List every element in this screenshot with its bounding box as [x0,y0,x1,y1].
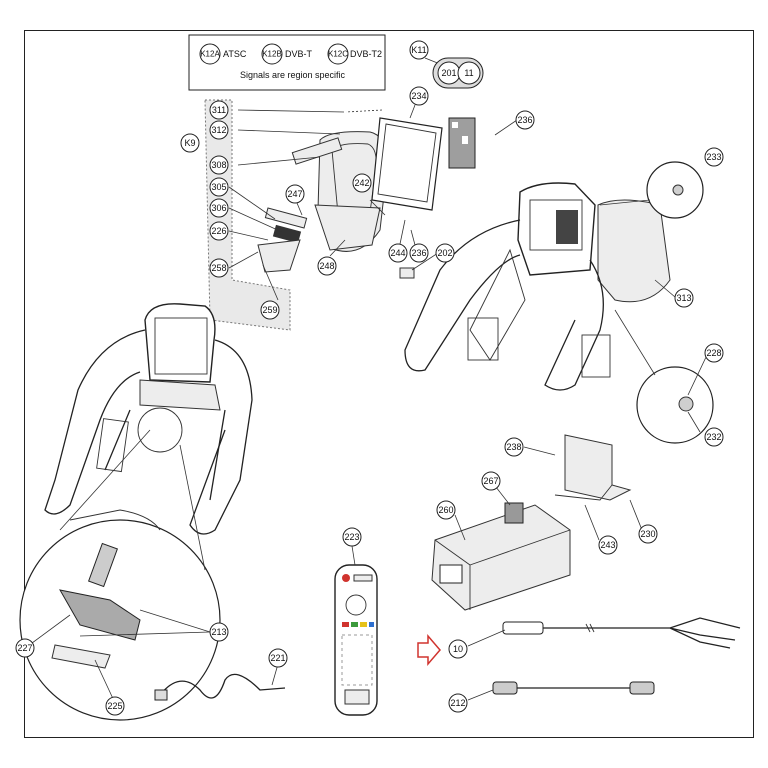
callout-267: 267 [481,471,501,491]
signal-item-k12c: K12C DVB-T2 [327,43,382,65]
upper-console-assembly [237,109,476,279]
callout-236-upper-label: 236 [517,115,532,125]
callout-248: 248 [317,256,337,276]
callout-306: 306 [209,198,229,218]
callout-212: 212 [448,693,468,713]
callout-244: 244 [388,243,408,263]
signal-label-atsc: ATSC [223,49,247,59]
callout-247: 247 [285,184,305,204]
callout-259-label: 259 [262,305,277,315]
diagram-frame [24,30,754,738]
callout-228: 228 [704,343,724,363]
callout-236-lower-label: 236 [411,248,426,258]
callout-305-label: 305 [211,182,226,192]
signal-note: Signals are region specific [240,70,346,80]
signal-legend: K12A ATSC K12B DVB-T K12C DVB-T2 Signals… [188,34,386,91]
callout-227: 227 [15,638,35,658]
callout-248-label: 248 [319,261,334,271]
signal-item-k12a: K12A ATSC [199,43,247,65]
callout-306-label: 306 [211,203,226,213]
callout-313-label: 313 [676,293,691,303]
callout-230: 230 [638,524,658,544]
callout-236-lower: 236 [409,243,429,263]
power-supply [431,434,632,611]
signal-tag-k12a: K12A [200,50,220,59]
callout-260-label: 260 [438,505,453,515]
callout-312-label: 312 [211,125,226,135]
signal-label-dvbt: DVB-T [285,49,313,59]
callout-311: 311 [209,100,229,120]
callout-230-label: 230 [640,529,655,539]
callout-213: 213 [209,622,229,642]
callout-225: 225 [105,696,125,716]
callout-308: 308 [209,155,229,175]
k11-group: K11 201 11 [409,40,484,89]
callout-11: 11 [464,68,473,78]
left-zoom-detail [19,429,221,721]
callout-259: 259 [260,300,280,320]
callouts: 311 312 308 305 306 226 258 259 247 248 … [15,86,724,716]
leader-lines [27,104,708,704]
signal-tag-k12b: K12B [262,50,282,59]
callout-233-label: 233 [706,152,721,162]
callout-227-label: 227 [17,643,32,653]
callout-234: 234 [409,86,429,106]
callout-308-label: 308 [211,160,226,170]
left-console-view [44,303,253,535]
callout-238: 238 [504,437,524,457]
callout-238-label: 238 [506,442,521,452]
callout-226: 226 [209,221,229,241]
highlight-arrow [417,633,441,667]
callout-247-label: 247 [287,189,302,199]
callout-225-label: 225 [107,701,122,711]
callout-234-label: 234 [411,91,426,101]
callout-228-label: 228 [706,348,721,358]
callout-311-label: 311 [212,105,226,115]
callout-258: 258 [209,258,229,278]
callout-k9: K9 [184,138,195,148]
signal-label-dvbt2: DVB-T2 [350,49,382,59]
callout-232: 232 [704,427,724,447]
callout-202: 202 [435,243,455,263]
callout-244-label: 244 [390,248,405,258]
callout-313: 313 [674,288,694,308]
callout-k11: K11 [411,45,426,55]
callout-10: 10 [448,639,468,659]
callout-242: 242 [352,173,372,193]
callout-202-label: 202 [437,248,452,258]
callout-201: 201 [441,68,456,78]
callout-213-label: 213 [211,627,226,637]
callout-312: 312 [209,120,229,140]
callout-242-label: 242 [354,178,369,188]
cable-221 [154,673,286,701]
callout-243-label: 243 [600,540,615,550]
callout-267-label: 267 [483,476,498,486]
callout-223: 223 [342,527,362,547]
callout-226-label: 226 [211,226,226,236]
callout-212-label: 212 [450,698,465,708]
callout-221: 221 [268,648,288,668]
signal-item-k12b: K12B DVB-T [261,43,313,65]
callout-223-label: 223 [344,532,359,542]
callout-260: 260 [436,500,456,520]
callout-10-label: 10 [453,644,463,654]
callout-232-label: 232 [706,432,721,442]
callout-236-upper: 236 [515,110,535,130]
cable-212 [492,681,655,695]
signal-tag-k12c: K12C [328,50,348,59]
callout-243: 243 [598,535,618,555]
callout-221-label: 221 [270,653,285,663]
callout-233: 233 [704,147,724,167]
callout-258-label: 258 [211,263,226,273]
remote-control [334,564,378,716]
right-console-view [404,161,714,444]
power-cord [502,617,741,649]
callout-305: 305 [209,177,229,197]
